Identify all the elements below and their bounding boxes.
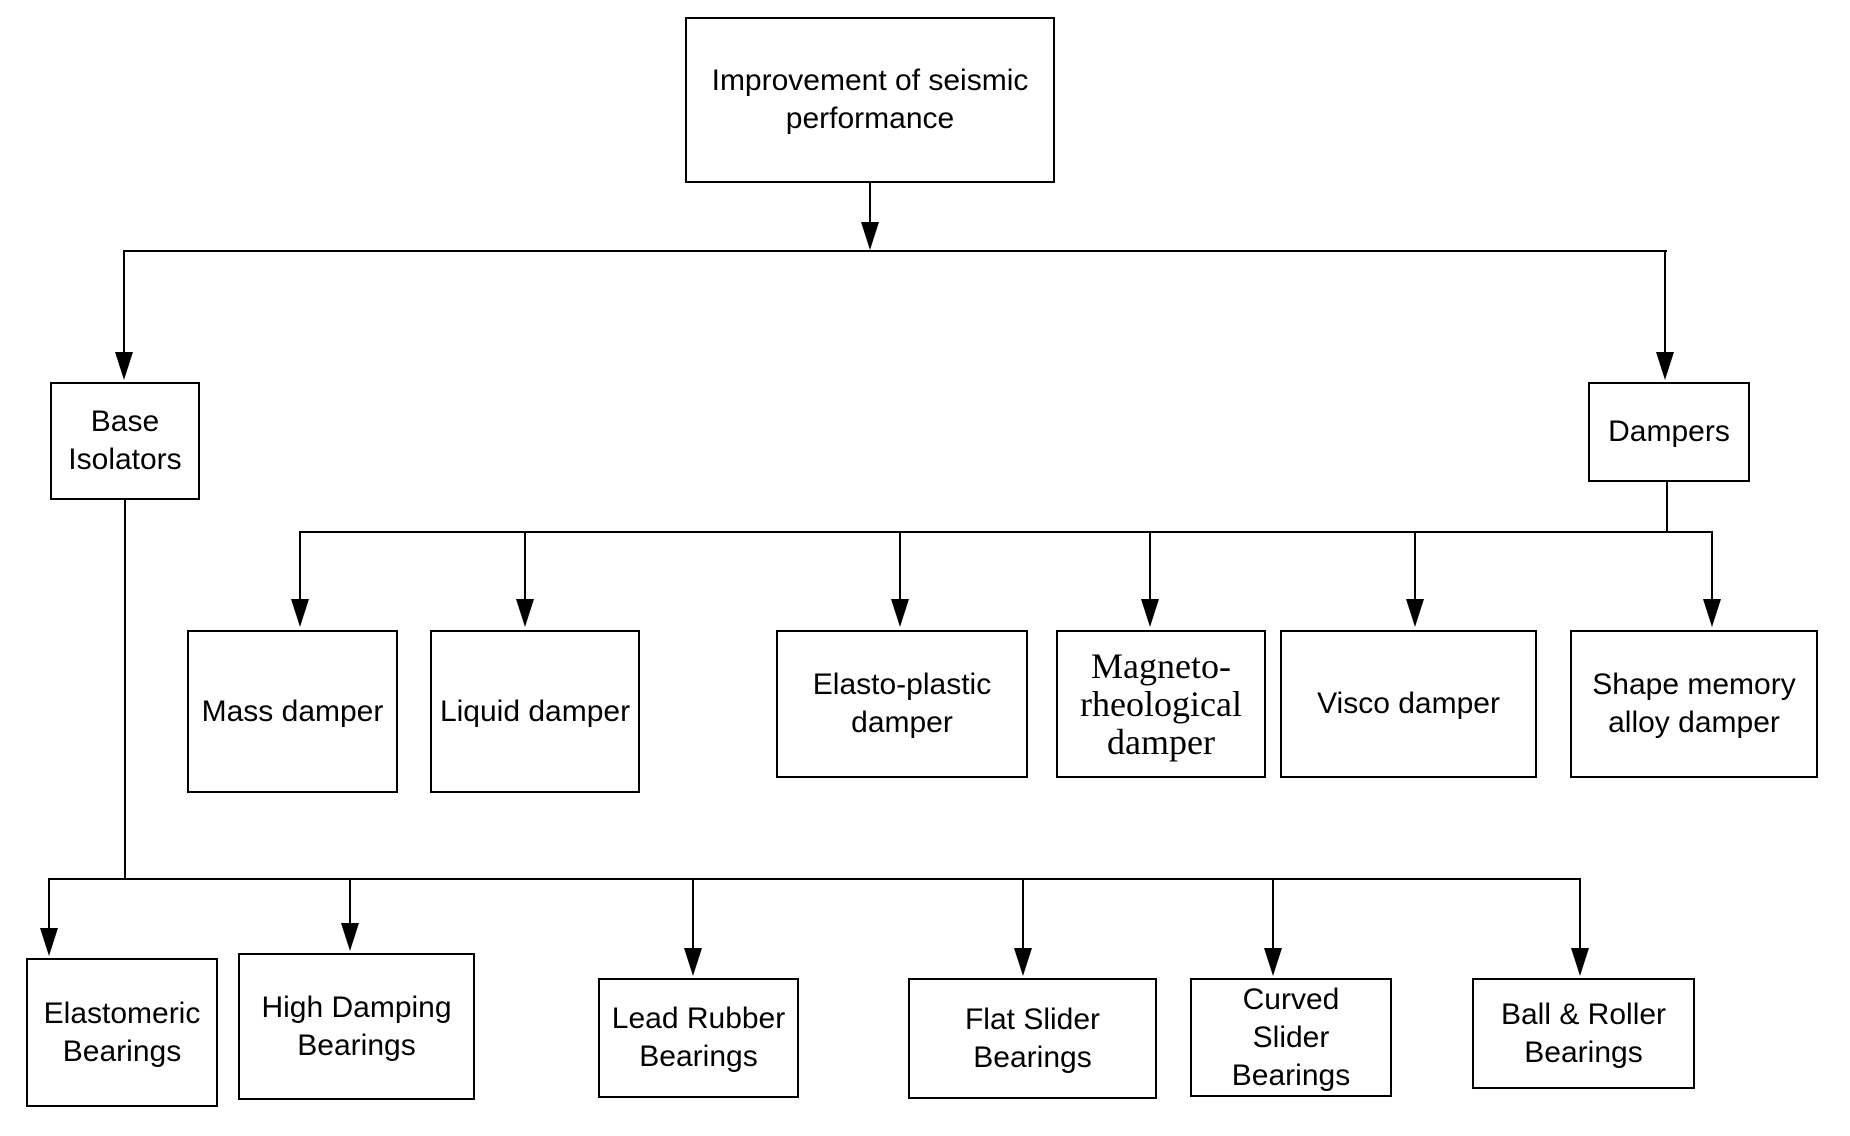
arrowhead-down-icon (516, 599, 534, 627)
connector-to-visco-damper (1414, 531, 1416, 601)
arrowhead-down-icon (1141, 599, 1159, 627)
arrowhead-down-icon (891, 599, 909, 627)
connector-to-shape-memory-alloy-damper (1711, 531, 1713, 601)
arrowhead-down-icon (1014, 948, 1032, 976)
connector-to-elasto-plastic-damper (899, 531, 901, 601)
arrowhead-down-icon (1264, 948, 1282, 976)
arrowhead-down-icon (40, 928, 58, 956)
connector-to-lead-rubber-bearings (692, 878, 694, 948)
connector-bearing-rail (48, 878, 1581, 880)
node-label: Lead Rubber Bearings (611, 1002, 786, 1073)
node-shape-memory-alloy-damper: Shape memory alloy damper (1570, 630, 1818, 778)
connector-to-magneto-rheological-damper (1149, 531, 1151, 601)
node-dampers: Dampers (1588, 382, 1750, 482)
node-label: Ball & Roller Bearings (1500, 997, 1667, 1069)
arrowhead-down-icon (861, 222, 879, 250)
connector-level1-rail (123, 250, 1667, 252)
node-curved-slider-bearings: Curved Slider Bearings (1190, 978, 1392, 1097)
node-mass-damper: Mass damper (187, 630, 398, 793)
connector-to-curved-slider-bearings (1272, 878, 1274, 948)
node-base-isolators: Base Isolators (50, 382, 200, 500)
connector-to-elastomeric-bearings (48, 878, 50, 928)
connector-to-liquid-damper (524, 531, 526, 601)
node-label: Shape memory alloy damper (1592, 668, 1796, 739)
connector-to-high-damping-bearings (349, 878, 351, 923)
arrowhead-down-icon (341, 923, 359, 951)
node-label: Mass damper (201, 694, 384, 728)
node-elasto-plastic-damper: Elasto-plastic damper (776, 630, 1028, 778)
node-label: Visco damper (1317, 687, 1500, 720)
arrowhead-down-icon (684, 948, 702, 976)
node-label: Curved Slider Bearings (1231, 982, 1351, 1092)
node-visco-damper: Visco damper (1280, 630, 1537, 778)
node-elastomeric-bearings: Elastomeric Bearings (26, 958, 218, 1107)
node-flat-slider-bearings: Flat Slider Bearings (908, 978, 1157, 1099)
arrowhead-down-icon (1406, 599, 1424, 627)
node-label: Magneto-rheological damper (1080, 646, 1242, 762)
connector-to-dampers (1664, 250, 1666, 352)
node-lead-rubber-bearings: Lead Rubber Bearings (598, 978, 799, 1098)
node-label: Base Isolators (68, 405, 182, 476)
connector-to-mass-damper (299, 531, 301, 601)
node-liquid-damper: Liquid damper (430, 630, 640, 793)
arrowhead-down-icon (1571, 948, 1589, 976)
connector-base-isolators-stem (124, 500, 126, 880)
node-high-damping-bearings: High Damping Bearings (238, 953, 475, 1100)
arrowhead-down-icon (1656, 352, 1674, 380)
node-label: High Damping Bearings (261, 990, 452, 1062)
node-label: Flat Slider Bearings (964, 1002, 1101, 1074)
node-label: Elastomeric Bearings (43, 996, 201, 1068)
arrowhead-down-icon (291, 599, 309, 627)
node-label: Liquid damper (439, 694, 631, 728)
node-label: Improvement of seismic performance (711, 64, 1029, 135)
connector-dampers-stem (1666, 482, 1668, 533)
node-improvement-of-seismic-performance: Improvement of seismic performance (685, 17, 1055, 183)
node-ball-and-roller-bearings: Ball & Roller Bearings (1472, 978, 1695, 1089)
connector-to-ball-and-roller-bearings (1579, 878, 1581, 948)
arrowhead-down-icon (1703, 599, 1721, 627)
connector-damper-rail (299, 531, 1713, 533)
node-label: Elasto-plastic damper (812, 668, 992, 739)
connector-root-stem (869, 183, 871, 225)
node-magneto-rheological-damper: Magneto-rheological damper (1056, 630, 1266, 778)
node-label: Dampers (1608, 415, 1730, 448)
connector-to-base-isolators (123, 250, 125, 352)
arrowhead-down-icon (115, 352, 133, 380)
connector-to-flat-slider-bearings (1022, 878, 1024, 948)
